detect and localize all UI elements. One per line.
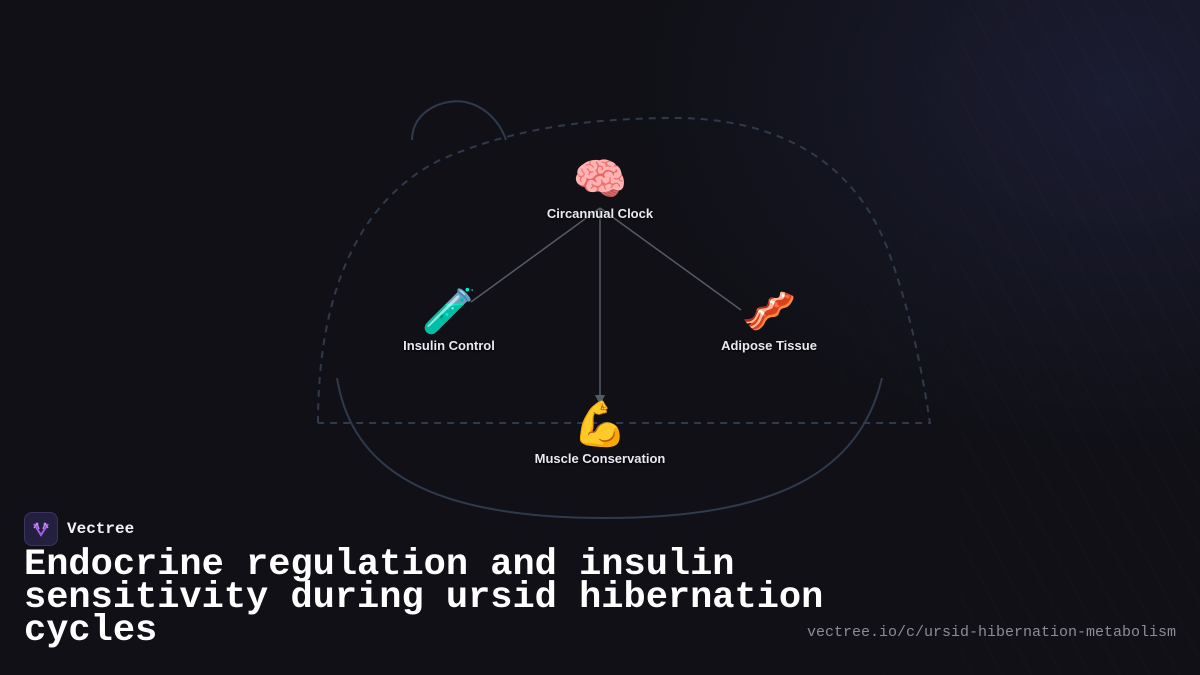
page-title: Endocrine regulation and insulin sensiti… xyxy=(24,544,824,652)
node-label: Circannual Clock xyxy=(546,206,654,221)
node-insulin: 🧪Insulin Control xyxy=(349,286,549,353)
bear-ear-outline xyxy=(411,100,507,141)
test-tube-icon: 🧪 xyxy=(421,286,477,337)
edge-clock-to-adipose xyxy=(599,207,742,311)
node-adipose: 🥓Adipose Tissue xyxy=(669,286,869,353)
vectree-logo xyxy=(24,512,58,546)
node-label: Adipose Tissue xyxy=(721,338,817,353)
page-url: vectree.io/c/ursid-hibernation-metabolis… xyxy=(806,624,1176,641)
brand: Vectree xyxy=(24,512,134,546)
diagram-edges xyxy=(470,207,742,405)
brain-icon: 🧠 xyxy=(572,154,628,205)
bear-body-outline xyxy=(317,116,932,424)
vectree-logo-icon xyxy=(33,522,49,537)
node-label: Muscle Conservation xyxy=(534,451,666,466)
node-clock: 🧠Circannual Clock xyxy=(500,154,700,221)
brand-name: Vectree xyxy=(67,520,135,538)
bear-outline xyxy=(317,100,932,520)
bear-belly-outline xyxy=(336,377,883,520)
edge-clock-to-insulin xyxy=(470,207,601,303)
node-label: Insulin Control xyxy=(403,338,495,353)
bacon-icon: 🥓 xyxy=(741,286,797,337)
flexed-biceps-icon: 💪 xyxy=(572,399,628,450)
node-muscle: 💪Muscle Conservation xyxy=(500,399,700,466)
